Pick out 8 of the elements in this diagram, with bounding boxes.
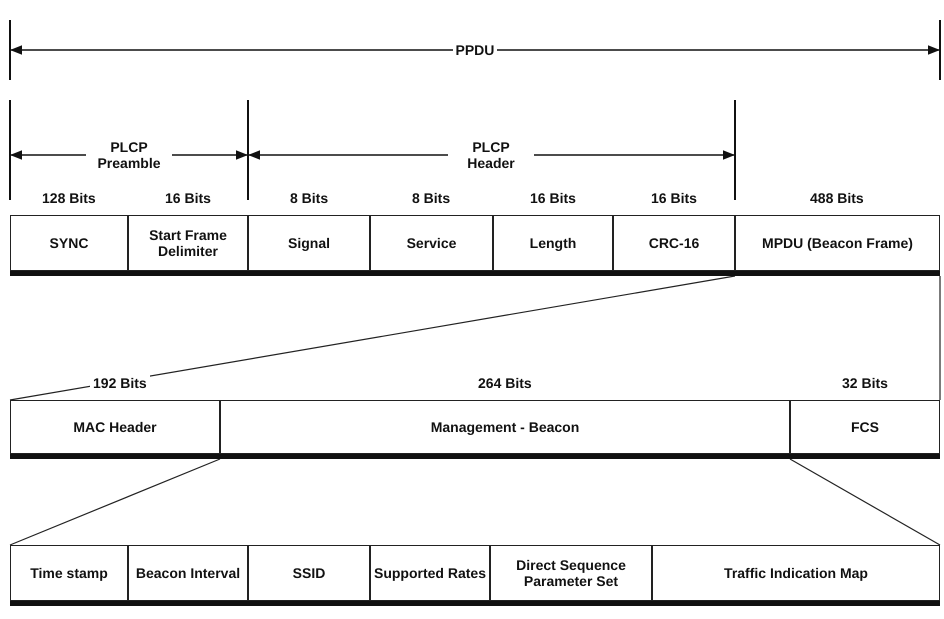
expansion-line xyxy=(10,275,736,401)
expansion-line xyxy=(939,276,941,400)
field-size-label: 192 Bits xyxy=(90,375,150,392)
expansion-line xyxy=(10,458,220,546)
expansion-line xyxy=(790,458,940,546)
dimension-label: PPDU xyxy=(452,42,498,58)
dimension-label: PLCP Preamble xyxy=(86,139,172,172)
dimension-label: PLCP Header xyxy=(448,139,534,172)
